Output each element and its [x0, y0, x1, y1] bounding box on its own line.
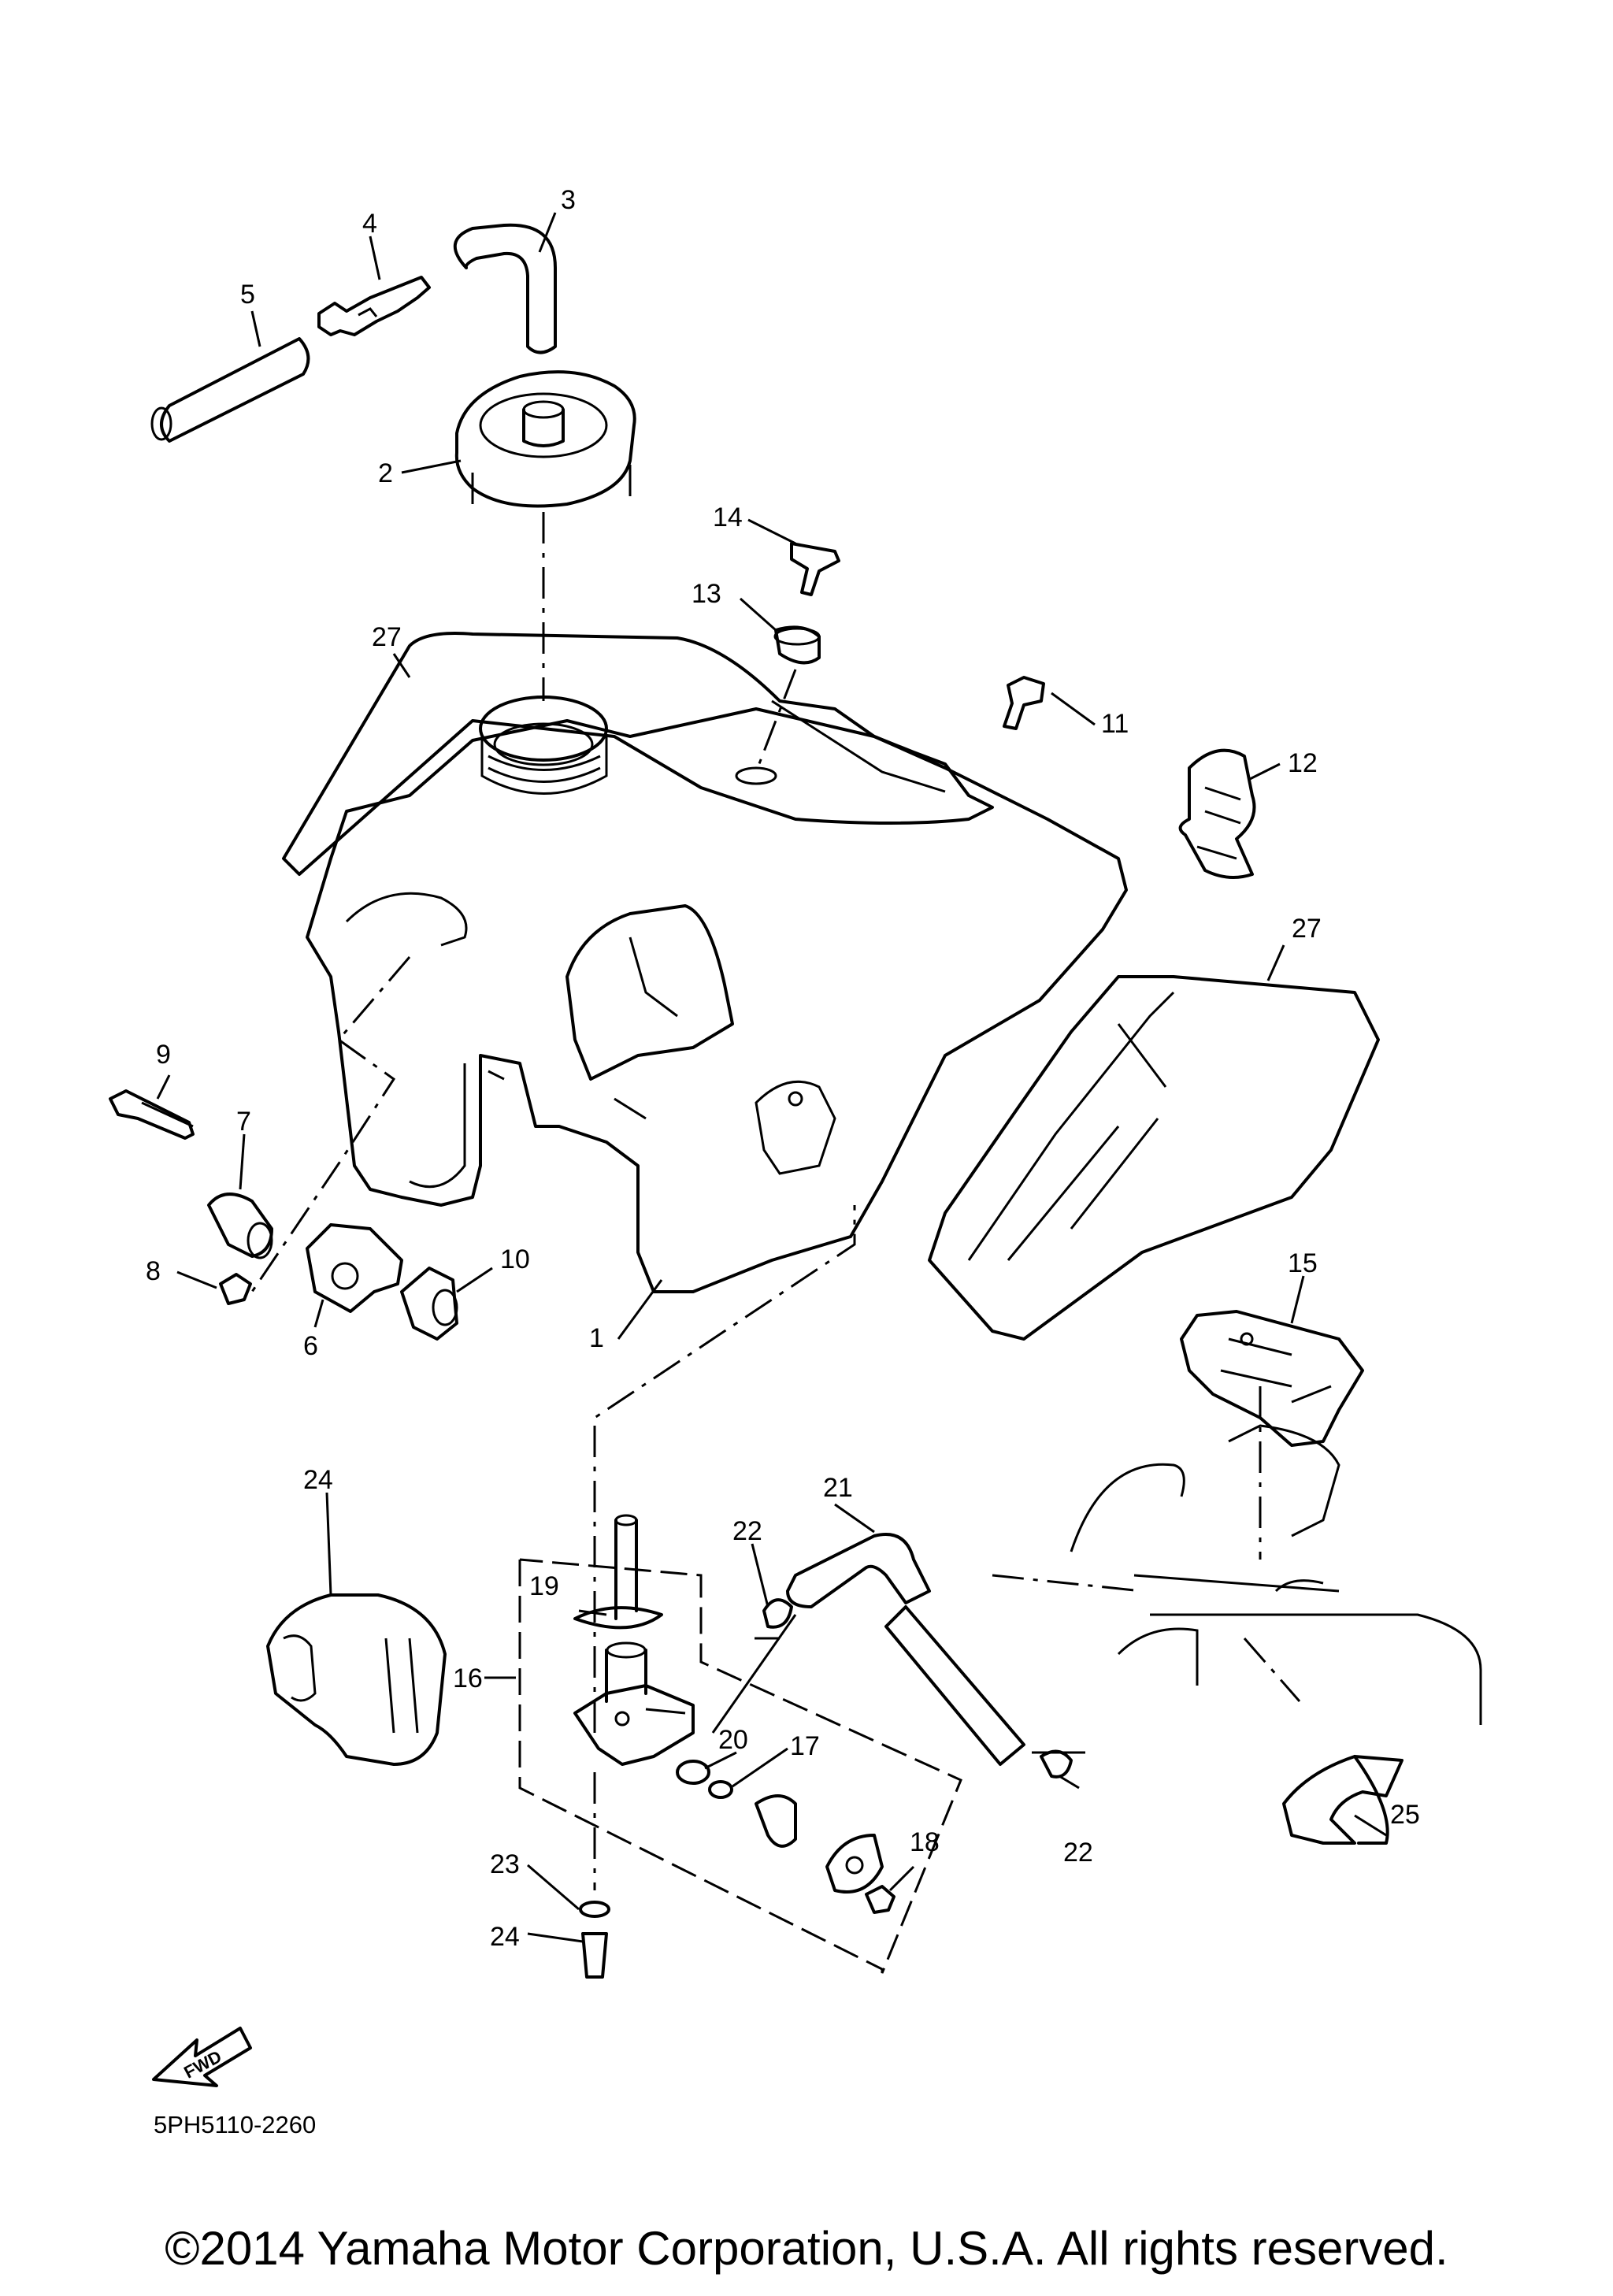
frame-outline	[1070, 1424, 1482, 1725]
callout-2: 2	[378, 458, 393, 488]
callout-22-upper: 22	[732, 1516, 762, 1546]
part-16-assembly-box	[518, 1558, 962, 1974]
part-14-screw	[790, 542, 840, 596]
part-gasket-plate	[825, 1834, 884, 1894]
callout-27-upper: 27	[372, 622, 402, 652]
callout-23: 23	[490, 1849, 520, 1879]
callout-9: 9	[156, 1040, 171, 1070]
part-6-bracket	[306, 1223, 403, 1313]
part-26-guard	[1282, 1755, 1403, 1845]
part-4-breather-valve	[317, 276, 431, 336]
part-8-screw	[219, 1273, 252, 1305]
part-21-fuel-hose	[786, 1533, 1025, 1766]
callout-3: 3	[561, 185, 576, 215]
part-20-seal	[676, 1760, 710, 1785]
part-5-hose	[150, 337, 310, 443]
callout-1: 1	[589, 1323, 604, 1353]
part-12-clip	[1178, 748, 1256, 879]
callout-13: 13	[692, 579, 721, 609]
callout-17: 17	[790, 1731, 820, 1761]
callout-leaders	[156, 212, 1387, 1943]
callout-27-right: 27	[1292, 914, 1322, 944]
callout-5: 5	[240, 280, 255, 310]
copyright-notice: ©2014 Yamaha Motor Corporation, U.S.A. A…	[165, 2222, 1448, 2275]
part-23-washer	[579, 1901, 610, 1918]
mount-leader-line	[250, 956, 411, 1293]
part-22-clamp-lower	[1032, 1749, 1085, 1779]
part-22-clamp-upper	[755, 1598, 793, 1640]
part-16-fuel-cock	[573, 1641, 695, 1766]
part-lever	[755, 1794, 797, 1848]
fwd-arrow-icon: FWD	[152, 2027, 252, 2087]
part-15-bracket	[1180, 1310, 1364, 1447]
part-7-damper	[207, 1193, 273, 1259]
callout-4: 4	[362, 209, 377, 239]
collar-leader-line	[755, 669, 797, 773]
callout-22-lower: 22	[1063, 1838, 1093, 1868]
callout-6: 6	[303, 1331, 318, 1361]
part-3-vent-hose	[453, 223, 557, 354]
callout-26: 25	[1390, 1800, 1420, 1830]
callout-18: 18	[910, 1827, 940, 1857]
callout-19: 19	[529, 1571, 559, 1601]
callout-12: 12	[1288, 748, 1318, 778]
part-2-fuel-cap	[454, 370, 636, 508]
part-19-fuel-strainer	[573, 1514, 663, 1630]
part-27-side-cover	[928, 975, 1380, 1341]
frame-leader-line	[1243, 1638, 1301, 1702]
callout-25: 24	[303, 1465, 333, 1495]
callout-14: 14	[713, 503, 743, 532]
part-9-bolt	[109, 1089, 195, 1140]
part-17-o-ring	[708, 1780, 733, 1799]
part-27-tank-shroud	[282, 632, 994, 876]
cock-leader-line	[593, 1205, 856, 1733]
hose-connector-line	[711, 1614, 797, 1734]
diagram-code: 5PH5110-2260	[154, 2111, 316, 2138]
part-13-collar	[773, 625, 821, 665]
part-25-cover	[266, 1593, 447, 1766]
callout-20: 20	[718, 1725, 748, 1755]
callout-7: 7	[236, 1107, 251, 1137]
callout-8: 8	[146, 1256, 161, 1286]
callout-11: 11	[1101, 709, 1129, 739]
callout-10: 10	[500, 1244, 530, 1274]
part-18-screw	[865, 1885, 895, 1914]
callout-24: 24	[490, 1922, 520, 1952]
part-24-bolt	[581, 1932, 608, 1979]
callout-21: 21	[823, 1473, 853, 1503]
part-10-collar	[400, 1267, 458, 1341]
callout-labels: 3 4 5 2 14 13 27 11 12 27 9 7 8 6 10 1 1…	[146, 185, 1420, 1952]
callout-15: 15	[1288, 1248, 1318, 1278]
part-11-bolt	[1003, 676, 1045, 730]
callout-16: 16	[453, 1664, 483, 1693]
hose-leader-line	[992, 1574, 1143, 1593]
part-1-fuel-tank	[306, 695, 1128, 1293]
